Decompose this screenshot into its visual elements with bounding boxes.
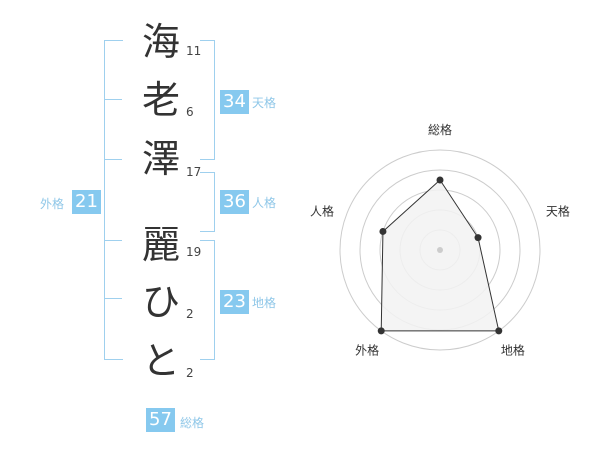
soukaku-value: 57 [146,408,175,432]
stroke-count-3: 17 [186,165,202,179]
jinkaku-bracket [200,172,215,232]
gaikaku-value: 21 [72,190,101,214]
tenkaku-bracket [200,40,215,160]
stroke-count-4: 19 [186,245,202,259]
stroke-count-6: 2 [186,366,194,380]
chikaku-bracket [200,240,215,360]
jinkaku-label: 人格 [252,196,277,210]
radar-point-3 [495,327,503,335]
radar-axis-label-2: 天格 [546,204,570,219]
radar-axis-label-5: 人格 [310,204,334,219]
name-char-4: 麗 [141,223,180,267]
chikaku-label: 地格 [252,296,277,310]
stroke-count-2: 6 [186,105,194,119]
radar-center [437,247,443,253]
gaikaku-label: 外格 [40,197,65,211]
radar-point-2 [474,234,482,242]
bracket-tick [104,298,122,299]
bracket-tick [104,99,122,100]
tenkaku-label: 天格 [252,96,277,110]
stroke-count-1: 11 [186,44,202,58]
name-char-5: ひ [141,280,180,324]
radar-ring [339,149,541,351]
name-char-1: 海 [141,20,180,64]
tenkaku-value: 34 [220,90,249,114]
radar-series-area [380,179,500,332]
stroke-count-5: 2 [186,307,194,321]
bracket-tick [104,159,122,160]
radar-axis-label-3: 地格 [501,342,525,357]
name-char-3: 澤 [141,137,180,181]
radar-point-1 [436,176,444,184]
radar-axis-label-1: 総格 [428,122,452,137]
jinkaku-value: 36 [220,190,249,214]
radar-point-4 [377,327,385,335]
gaikaku-bracket [104,40,123,360]
name-char-6: と [141,339,180,383]
radar-axis-label-4: 外格 [355,342,379,357]
soukaku-label: 総格 [180,416,205,430]
radar-point-5 [379,227,387,235]
bracket-tick [104,240,122,241]
chikaku-value: 23 [220,290,249,314]
name-char-2: 老 [141,78,180,122]
